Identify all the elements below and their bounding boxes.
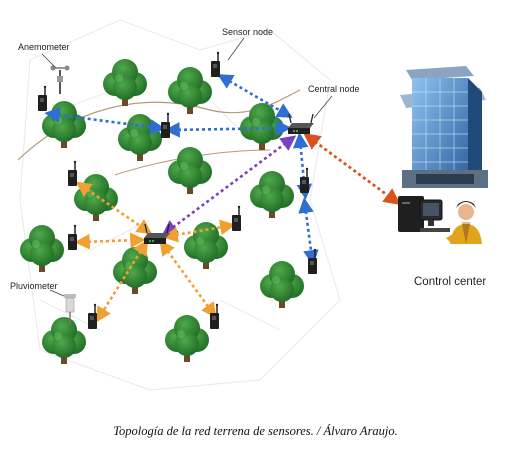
links-relay-to-sensors [74,181,236,323]
pluviometer-label: Pluviometer [10,281,58,291]
pluviometer-icon [64,294,76,324]
anemometer-icon [50,65,70,94]
control-center-label: Control center [414,276,486,288]
trees [20,59,304,364]
pluviometer-pointer [49,289,65,297]
relay-node-router [143,223,171,245]
link-central-to-control [303,133,401,205]
anemometer-label: Anemometer [18,42,70,52]
link-relay-to-central [161,135,297,236]
central-node-router [287,113,315,135]
computer-icon [398,196,450,232]
central-node-label: Central node [308,84,360,94]
central-node-pointer [313,95,333,119]
sensor-node-pointer [227,37,245,61]
sensor-node-label: Sensor node [222,27,273,37]
figure-caption: Topología de la red terrena de sensores.… [113,424,398,438]
anemometer-pointer [41,53,57,69]
building-icon [400,66,488,188]
operator-icon [446,201,482,244]
